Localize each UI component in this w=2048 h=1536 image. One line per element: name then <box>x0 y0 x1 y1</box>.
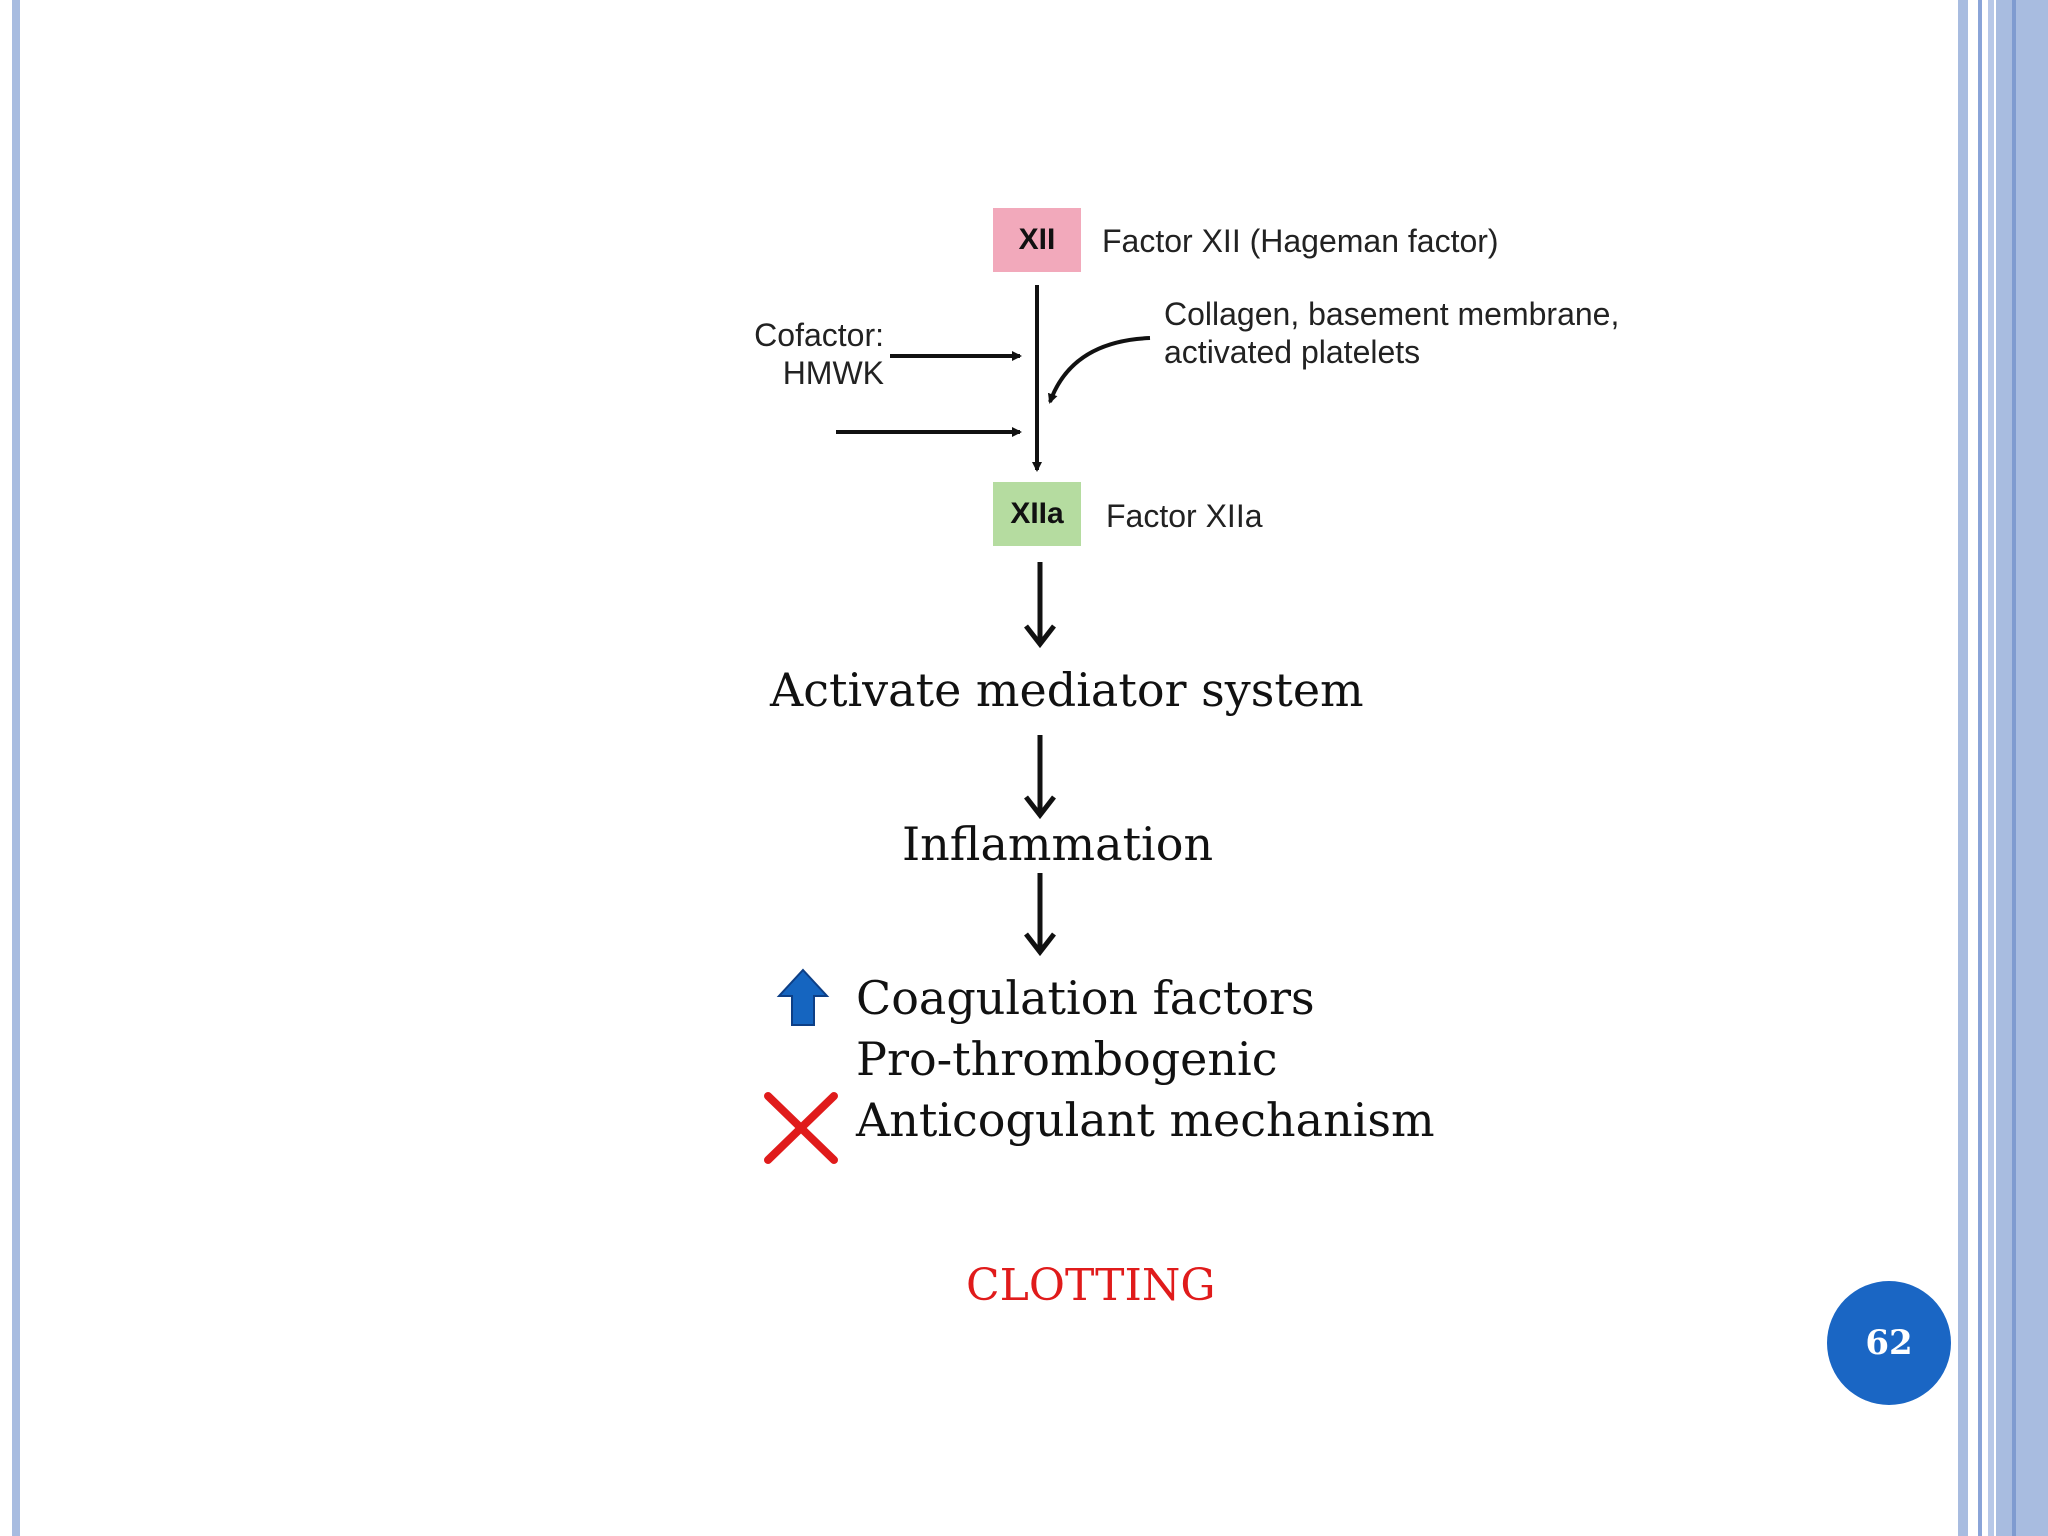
factor-xiia-label: Factor XIIa <box>1106 498 1263 534</box>
cofactor-line-1: Cofactor: <box>754 317 884 353</box>
frame-stripe-right-4 <box>1996 0 2048 1536</box>
surface-line-1: Collagen, basement membrane, <box>1164 296 1620 332</box>
flow-arrow-3 <box>1024 873 1056 957</box>
surface-line-2: activated platelets <box>1164 334 1421 370</box>
up-arrow-icon <box>776 968 830 1026</box>
flow-arrow-2 <box>1024 735 1056 820</box>
page-number: 62 <box>1865 1323 1913 1363</box>
cofactor-label: Cofactor: HMWK <box>740 316 884 392</box>
flow-step-activate: Activate mediator system <box>770 663 1364 717</box>
frame-stripe-left <box>12 0 20 1536</box>
frame-stripe-right-1 <box>1958 0 1968 1536</box>
cofactor-line-2: HMWK <box>782 355 884 391</box>
factor-xiia-box: XIIa <box>993 482 1081 546</box>
flow-arrow-1 <box>1024 562 1056 649</box>
cross-icon <box>764 1092 838 1164</box>
factor-xii-label: Factor XII (Hageman factor) <box>1102 223 1499 259</box>
surface-curved-arrow <box>1047 336 1151 404</box>
page-number-badge: 62 <box>1827 1281 1951 1405</box>
frame-stripe-right-5 <box>2012 0 2016 1536</box>
factor-xii-box: XII <box>993 208 1081 272</box>
result-clotting: CLOTTING <box>966 1260 1216 1311</box>
frame-stripe-right-2 <box>1978 0 1982 1536</box>
flow-step-inflammation: Inflammation <box>902 817 1214 871</box>
frame-stripe-right-3 <box>1988 0 1994 1536</box>
surface-label: Collagen, basement membrane, activated p… <box>1164 295 1619 371</box>
effect-coagulation-factors: Coagulation factors <box>856 971 1315 1025</box>
effect-anticoagulant: Anticogulant mechanism <box>856 1093 1435 1147</box>
effect-pro-thrombogenic: Pro-thrombogenic <box>856 1032 1278 1086</box>
